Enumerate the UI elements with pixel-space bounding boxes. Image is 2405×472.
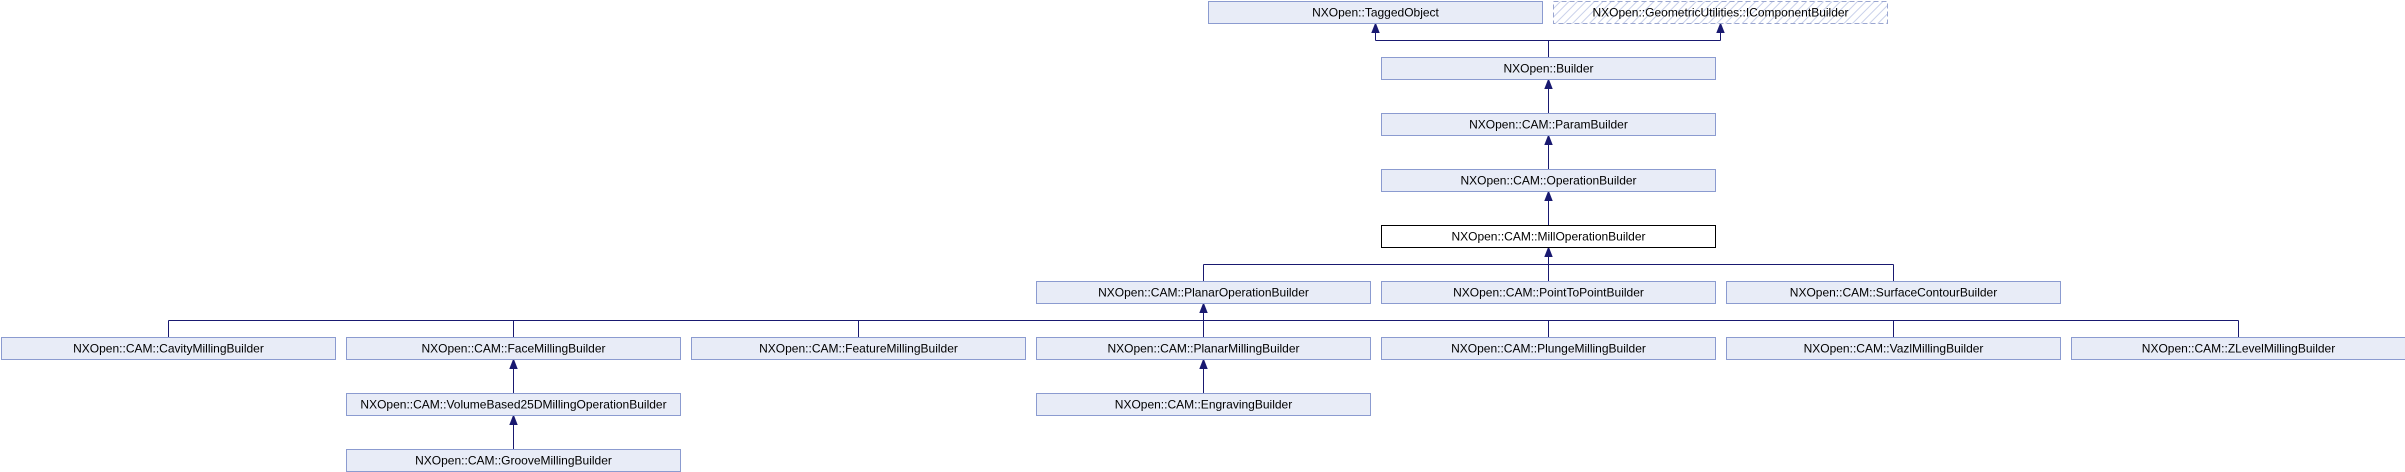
- class-node-label[interactable]: NXOpen::CAM::PlanarOperationBuilder: [1098, 286, 1309, 300]
- class-node-label[interactable]: NXOpen::CAM::MillOperationBuilder: [1451, 230, 1645, 244]
- class-node-box[interactable]: [1553, 1, 1888, 24]
- class-node-plunge-milling-builder[interactable]: NXOpen::CAM::PlungeMillingBuilder: [1381, 337, 1716, 360]
- class-node-box[interactable]: [1381, 225, 1716, 248]
- class-node-builder[interactable]: NXOpen::Builder: [1381, 57, 1716, 80]
- class-node-box[interactable]: [1036, 337, 1371, 360]
- class-node-cavity-milling-builder[interactable]: NXOpen::CAM::CavityMillingBuilder: [1, 337, 336, 360]
- edge-arrow: [1544, 190, 1553, 201]
- edges-layer: [168, 22, 2239, 450]
- class-node-zlevel-milling-builder[interactable]: NXOpen::CAM::ZLevelMillingBuilder: [2071, 337, 2405, 360]
- edge-arrow: [1544, 78, 1553, 89]
- class-node-box[interactable]: [346, 337, 681, 360]
- class-node-surface-contour-builder[interactable]: NXOpen::CAM::SurfaceContourBuilder: [1726, 281, 2061, 304]
- class-node-point-to-point-builder[interactable]: NXOpen::CAM::PointToPointBuilder: [1381, 281, 1716, 304]
- class-node-label[interactable]: NXOpen::CAM::ParamBuilder: [1469, 118, 1628, 132]
- class-node-box[interactable]: [1381, 57, 1716, 80]
- class-node-label[interactable]: NXOpen::CAM::VolumeBased25DMillingOperat…: [360, 398, 666, 412]
- class-node-tagged-object[interactable]: NXOpen::TaggedObject: [1208, 1, 1543, 24]
- class-node-box[interactable]: [1381, 337, 1716, 360]
- edge-arrow: [1716, 22, 1725, 33]
- edge-arrow: [509, 358, 518, 369]
- class-node-label[interactable]: NXOpen::CAM::PlanarMillingBuilder: [1107, 342, 1299, 356]
- edge-arrow: [1371, 22, 1380, 33]
- class-node-engraving-builder[interactable]: NXOpen::CAM::EngravingBuilder: [1036, 393, 1371, 416]
- class-node-box[interactable]: [1381, 169, 1716, 192]
- class-node-label[interactable]: NXOpen::CAM::PointToPointBuilder: [1453, 286, 1644, 300]
- class-node-label[interactable]: NXOpen::CAM::OperationBuilder: [1460, 174, 1636, 188]
- class-node-feature-milling-builder[interactable]: NXOpen::CAM::FeatureMillingBuilder: [691, 337, 1026, 360]
- class-node-volume-based-25d-builder[interactable]: NXOpen::CAM::VolumeBased25DMillingOperat…: [346, 393, 681, 416]
- class-node-vazl-milling-builder[interactable]: NXOpen::CAM::VazlMillingBuilder: [1726, 337, 2061, 360]
- class-node-box[interactable]: [346, 393, 681, 416]
- edge-arrow: [1544, 134, 1553, 145]
- class-node-operation-builder[interactable]: NXOpen::CAM::OperationBuilder: [1381, 169, 1716, 192]
- class-node-label[interactable]: NXOpen::CAM::CavityMillingBuilder: [73, 342, 264, 356]
- class-node-box[interactable]: [691, 337, 1026, 360]
- class-node-label[interactable]: NXOpen::CAM::FaceMillingBuilder: [421, 342, 605, 356]
- class-node-box[interactable]: [1, 337, 336, 360]
- class-node-planar-operation-builder[interactable]: NXOpen::CAM::PlanarOperationBuilder: [1036, 281, 1371, 304]
- class-node-box[interactable]: [1036, 393, 1371, 416]
- class-node-mill-operation-builder[interactable]: NXOpen::CAM::MillOperationBuilder: [1381, 225, 1716, 248]
- class-node-box[interactable]: [1726, 337, 2061, 360]
- class-node-label[interactable]: NXOpen::Builder: [1503, 62, 1593, 76]
- class-node-label[interactable]: NXOpen::GeometricUtilities::IComponentBu…: [1592, 6, 1848, 20]
- class-node-label[interactable]: NXOpen::CAM::FeatureMillingBuilder: [759, 342, 958, 356]
- class-node-box[interactable]: [1381, 281, 1716, 304]
- class-node-icomponent-builder[interactable]: NXOpen::GeometricUtilities::IComponentBu…: [1553, 1, 1888, 24]
- class-node-box[interactable]: [1381, 113, 1716, 136]
- class-node-planar-milling-builder[interactable]: NXOpen::CAM::PlanarMillingBuilder: [1036, 337, 1371, 360]
- class-node-label[interactable]: NXOpen::CAM::EngravingBuilder: [1115, 398, 1292, 412]
- class-node-face-milling-builder[interactable]: NXOpen::CAM::FaceMillingBuilder: [346, 337, 681, 360]
- edge-arrow: [1199, 302, 1208, 313]
- class-node-box[interactable]: [1036, 281, 1371, 304]
- edge-arrow: [1199, 358, 1208, 369]
- class-node-label[interactable]: NXOpen::CAM::GrooveMillingBuilder: [415, 454, 612, 468]
- class-node-label[interactable]: NXOpen::CAM::VazlMillingBuilder: [1804, 342, 1984, 356]
- class-node-label[interactable]: NXOpen::CAM::ZLevelMillingBuilder: [2142, 342, 2335, 356]
- class-node-box[interactable]: [2071, 337, 2405, 360]
- edge-arrow: [509, 414, 518, 425]
- class-node-box[interactable]: [1726, 281, 2061, 304]
- class-node-label[interactable]: NXOpen::TaggedObject: [1312, 6, 1439, 20]
- class-node-param-builder[interactable]: NXOpen::CAM::ParamBuilder: [1381, 113, 1716, 136]
- class-node-box[interactable]: [1208, 1, 1543, 24]
- class-node-label[interactable]: NXOpen::CAM::PlungeMillingBuilder: [1451, 342, 1646, 356]
- class-node-groove-milling-builder[interactable]: NXOpen::CAM::GrooveMillingBuilder: [346, 449, 681, 472]
- class-node-label[interactable]: NXOpen::CAM::SurfaceContourBuilder: [1790, 286, 1997, 300]
- edge-arrow: [1544, 246, 1553, 257]
